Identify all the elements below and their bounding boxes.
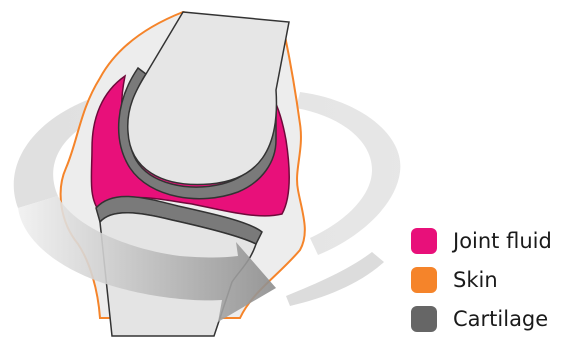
legend-item-skin: Skin xyxy=(411,261,552,299)
joint-fluid-swatch xyxy=(411,228,437,254)
legend-item-cartilage: Cartilage xyxy=(411,300,552,338)
arrow-tail xyxy=(286,252,384,306)
legend-label-cartilage: Cartilage xyxy=(453,307,548,331)
legend-label-skin: Skin xyxy=(453,268,498,292)
skin-swatch xyxy=(411,267,437,293)
legend: Joint fluid Skin Cartilage xyxy=(411,222,552,339)
legend-item-joint-fluid: Joint fluid xyxy=(411,222,552,260)
legend-label-joint-fluid: Joint fluid xyxy=(453,229,552,253)
cartilage-swatch xyxy=(411,306,437,332)
